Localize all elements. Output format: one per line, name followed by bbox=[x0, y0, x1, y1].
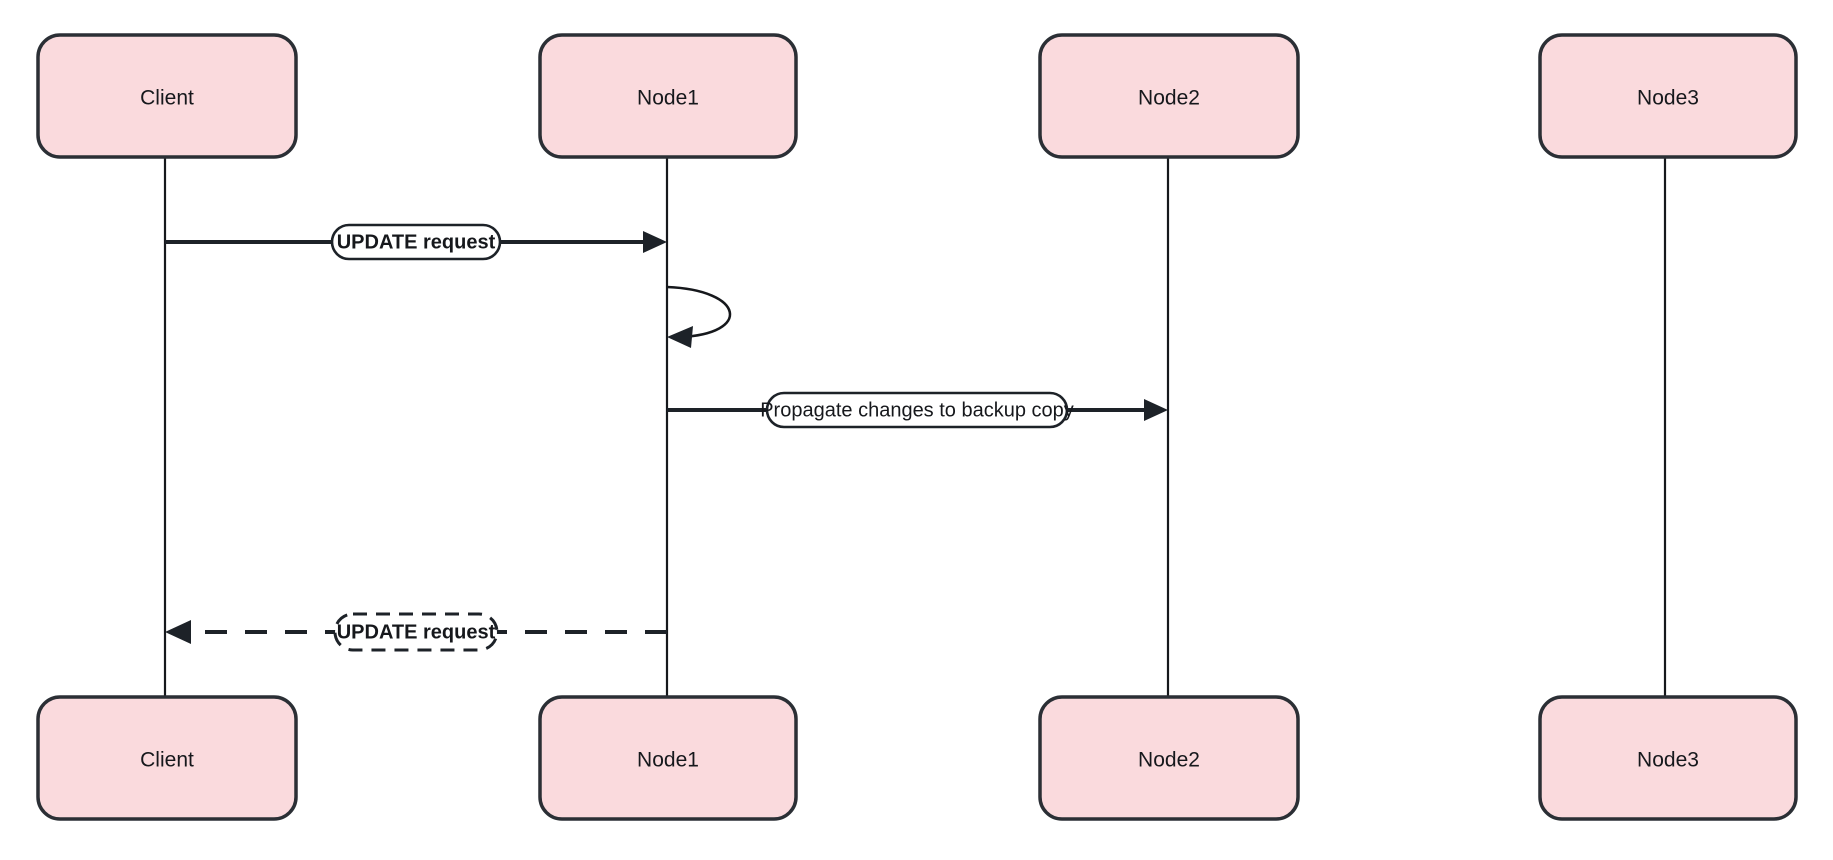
message-4-label: UPDATE request bbox=[337, 621, 496, 643]
participant-node2-bottom-label: Node2 bbox=[1138, 749, 1200, 772]
message-self-loop-node1[interactable] bbox=[666, 285, 732, 348]
participant-node3-top-label: Node3 bbox=[1637, 87, 1699, 110]
participant-client-bottom-label: Client bbox=[140, 749, 194, 772]
participant-node1-top[interactable]: Node1 bbox=[538, 33, 798, 159]
participant-node2-top-label: Node2 bbox=[1138, 87, 1200, 110]
participants-top-row: Client Node1 Node2 Node3 bbox=[36, 33, 1798, 159]
message-3-label-pill bbox=[765, 391, 1069, 429]
message-4-label-pill bbox=[333, 612, 499, 652]
participant-node1-top-box bbox=[538, 33, 798, 159]
message-3-arrowhead bbox=[1144, 399, 1168, 421]
message-1-label-pill bbox=[330, 223, 502, 261]
message-4-arrowhead bbox=[165, 620, 191, 644]
participant-node1-bottom[interactable]: Node1 bbox=[538, 695, 798, 821]
participant-node3-bottom-label: Node3 bbox=[1637, 749, 1699, 772]
lifelines-layer bbox=[163, 157, 1667, 697]
participant-node3-top-box bbox=[1538, 33, 1798, 159]
participant-node1-bottom-box bbox=[538, 695, 798, 821]
participant-node2-bottom-box bbox=[1038, 695, 1300, 821]
participant-client-top-label: Client bbox=[140, 87, 194, 110]
self-loop-arrowhead bbox=[667, 326, 693, 348]
participant-client-top-box bbox=[36, 33, 298, 159]
participant-node2-top-box bbox=[1038, 33, 1300, 159]
participant-node3-bottom-box bbox=[1538, 695, 1798, 821]
participant-client-top[interactable]: Client bbox=[36, 33, 298, 159]
message-1-label: UPDATE request bbox=[337, 231, 496, 253]
participant-node3-top[interactable]: Node3 bbox=[1538, 33, 1798, 159]
message-update-request-return[interactable]: UPDATE request bbox=[165, 612, 667, 652]
participants-bottom-row: Client Node1 Node2 Node3 bbox=[36, 695, 1798, 821]
message-update-request-outbound[interactable]: UPDATE request bbox=[165, 223, 667, 261]
participant-node3-bottom[interactable]: Node3 bbox=[1538, 695, 1798, 821]
message-3-label: Propagate changes to backup copy bbox=[760, 399, 1074, 421]
participant-node1-top-label: Node1 bbox=[637, 87, 699, 110]
message-1-arrowhead bbox=[643, 231, 667, 253]
participant-node2-bottom[interactable]: Node2 bbox=[1038, 695, 1300, 821]
participant-node2-top[interactable]: Node2 bbox=[1038, 33, 1300, 159]
self-loop-arc bbox=[666, 285, 732, 339]
participant-client-bottom[interactable]: Client bbox=[36, 695, 298, 821]
message-propagate-changes[interactable]: Propagate changes to backup copy bbox=[667, 391, 1168, 429]
participant-client-bottom-box bbox=[36, 695, 298, 821]
participant-node1-bottom-label: Node1 bbox=[637, 749, 699, 772]
